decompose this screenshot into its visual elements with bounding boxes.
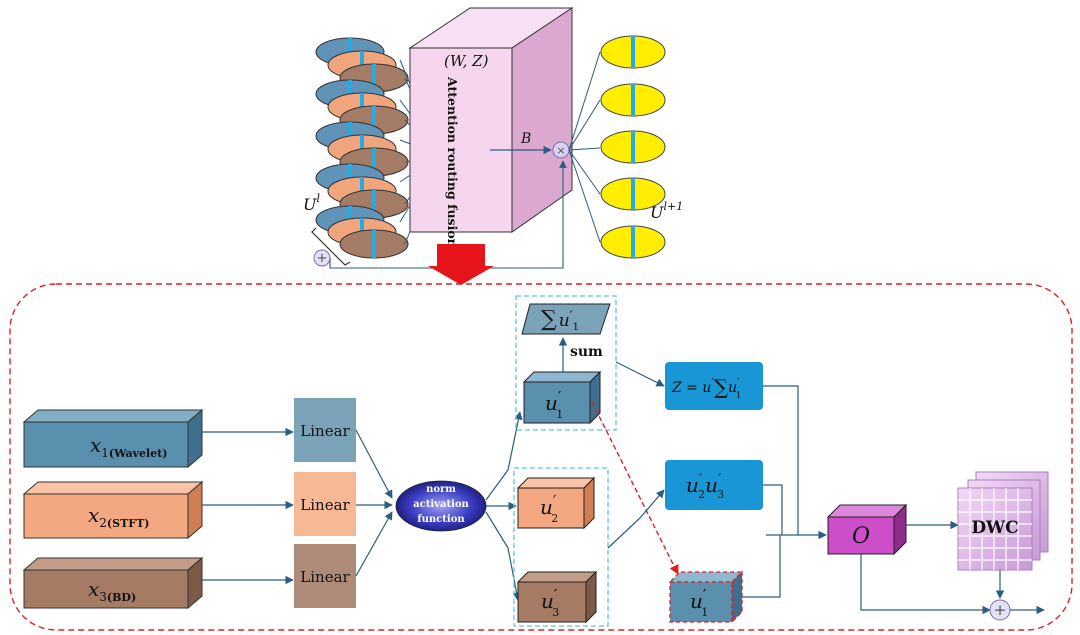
u2-block [516, 476, 596, 530]
attention-label: Attention routing fusion [445, 76, 460, 248]
attention-routing-box [408, 7, 574, 233]
sum-group-box [515, 295, 617, 431]
u3-label: u′3 [541, 586, 559, 619]
output-capsule [600, 225, 666, 259]
input-label-bd: x3(BD) [88, 577, 136, 604]
u1-label: u′1 [545, 388, 563, 421]
linear-box-1 [294, 398, 356, 462]
linear-label-1: Linear [300, 422, 350, 440]
final-add-node: + [989, 599, 1011, 621]
u1-block [522, 370, 602, 425]
sum-box-label: ∑u′1 [541, 307, 579, 333]
z-box-label: Z = u′∑u′1 [671, 375, 741, 401]
ul-label: Ul [303, 192, 320, 214]
norm-line-2: activation [413, 499, 469, 510]
linear-box-2 [294, 472, 356, 536]
o-label: O [852, 524, 870, 549]
linear-label-2: Linear [300, 496, 350, 514]
uu-box [665, 460, 763, 510]
u1-copy-label: u′1 [690, 586, 708, 619]
wz-label: (W, Z) [444, 52, 489, 70]
multiply-node: × [552, 141, 570, 159]
input-block-bd [22, 556, 204, 610]
input-label-stft: x2(STFT) [88, 503, 149, 530]
ul-bracket [311, 227, 351, 266]
sum-box [521, 303, 611, 335]
output-capsule [600, 83, 666, 117]
output-capsule [600, 177, 666, 211]
capsule [315, 205, 409, 259]
linear-label-3: Linear [300, 568, 350, 586]
add-symbol: + [317, 251, 328, 266]
input-capsules [315, 37, 409, 259]
detail-region [9, 283, 1073, 631]
b-label: B [520, 131, 531, 147]
u3-block [516, 570, 598, 624]
ul1-label: Ul+1 [650, 200, 683, 222]
z-box [665, 362, 763, 410]
capsule [315, 121, 409, 177]
sum-label: sum [570, 344, 603, 360]
uu-box-label: u′2u′3 [686, 472, 724, 501]
final-add-symbol: + [994, 601, 1007, 619]
norm-line-3: function [417, 514, 465, 525]
o-block [826, 503, 908, 556]
input-block-wavelet [22, 408, 204, 469]
norm-line-1: norm [426, 484, 456, 495]
capsule [315, 37, 409, 93]
u2-label: u′2 [540, 492, 558, 525]
red-down-arrow [428, 244, 494, 285]
output-capsules [600, 35, 666, 259]
dwc-grid [957, 471, 1049, 571]
output-capsule [600, 35, 666, 69]
uv-group-box [513, 467, 609, 627]
multiply-symbol: × [556, 144, 565, 157]
u1-copy-block [668, 570, 744, 624]
residual-add-node: + [313, 249, 331, 267]
input-label-wavelet: x1(Wavelet) [90, 433, 168, 460]
output-capsule [600, 130, 666, 164]
copy-arrow [591, 401, 679, 575]
linear-box-3 [294, 544, 356, 608]
dwc-label: DWC [971, 518, 1018, 538]
input-block-stft [22, 480, 204, 540]
